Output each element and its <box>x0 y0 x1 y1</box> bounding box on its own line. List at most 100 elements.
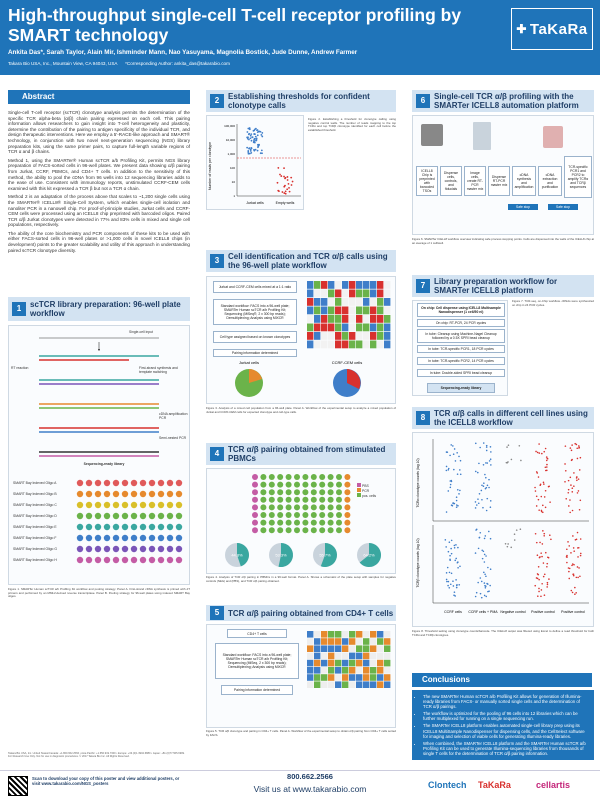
data-point <box>290 176 293 179</box>
data-point <box>542 530 544 532</box>
data-point <box>535 505 538 507</box>
data-point <box>518 444 521 447</box>
well <box>103 501 111 509</box>
well <box>260 489 267 496</box>
well <box>175 479 183 487</box>
data-point <box>548 485 550 488</box>
data-point <box>474 442 477 445</box>
well <box>336 504 342 511</box>
well <box>139 479 147 487</box>
data-point <box>510 458 513 461</box>
data-point <box>284 192 287 195</box>
data-point <box>475 528 478 531</box>
data-point <box>546 457 549 460</box>
heatmap-cell <box>363 340 370 349</box>
label-rt: RT reaction <box>11 366 29 370</box>
data-point <box>483 553 486 556</box>
corresponding-author: *Corresponding Author: ankita_das@takara… <box>125 61 230 66</box>
data-point <box>576 531 579 534</box>
heatmap-cell <box>377 645 384 652</box>
well <box>148 545 156 553</box>
well <box>285 519 292 526</box>
well <box>310 527 317 534</box>
data-point <box>534 532 537 535</box>
flow-step: In tube: TCR-specific PCR2, 14 PCR cycle… <box>417 357 505 365</box>
heatmap-cell <box>356 340 363 349</box>
well <box>139 545 147 553</box>
well <box>302 527 309 534</box>
qr-code-icon[interactable] <box>8 776 28 796</box>
heatmap-cell <box>314 298 321 306</box>
pie-pct: 55.7% <box>319 553 331 558</box>
data-point <box>456 451 458 454</box>
data-point <box>449 486 452 489</box>
icell8-step: cDNA extraction and purification <box>538 166 562 196</box>
heatmap-cell <box>342 667 349 674</box>
oligo-row: SMART Bay Indexed Oligo H <box>13 558 57 562</box>
data-point <box>259 152 262 155</box>
well <box>294 489 300 496</box>
pie-label: CCRF-CEM cells <box>332 360 362 365</box>
data-point <box>479 577 482 579</box>
section-7-heading: 7 Library preparation workflow for SMART… <box>412 275 594 297</box>
well <box>294 504 300 511</box>
well <box>121 501 129 509</box>
well <box>85 534 93 542</box>
heatmap-cell <box>328 306 335 315</box>
data-point <box>570 552 572 554</box>
heatmap-cell <box>363 281 370 289</box>
conclusion-item: The new SMARTer Human scTCR a/b Profilin… <box>423 694 589 709</box>
data-point <box>546 586 548 588</box>
data-point <box>540 595 542 598</box>
cd4-plate-heatmap <box>307 631 391 688</box>
heatmap-cell <box>349 332 356 340</box>
data-point <box>477 581 479 584</box>
heatmap-cell <box>370 323 377 332</box>
well <box>130 545 138 553</box>
data-point <box>545 459 548 462</box>
heatmap-cell <box>356 681 363 688</box>
data-point <box>578 508 581 511</box>
heatmap-cell <box>328 631 335 638</box>
data-point <box>454 559 457 562</box>
well <box>166 534 174 542</box>
data-point <box>284 177 286 180</box>
well <box>139 490 147 498</box>
data-point <box>510 546 513 549</box>
data-point <box>458 455 460 458</box>
heatmap-cell <box>321 332 328 340</box>
data-point <box>534 584 537 587</box>
heatmap-cell <box>363 638 370 645</box>
data-point <box>506 545 509 548</box>
heatmap-cell <box>363 298 370 306</box>
figure-2-caption: Figure 2. Establishing a threshold for c… <box>308 118 396 132</box>
well <box>130 556 138 564</box>
icell8-chip-icon <box>421 124 443 146</box>
data-point <box>248 152 251 155</box>
takara-footer-logo: TaKaRa <box>478 780 511 790</box>
data-point <box>452 502 454 505</box>
well <box>103 523 111 531</box>
well <box>175 501 183 509</box>
data-point <box>566 548 568 551</box>
data-point <box>565 497 568 500</box>
heatmap-cell <box>349 281 356 289</box>
well <box>130 512 138 520</box>
data-point <box>254 128 256 131</box>
data-point <box>249 137 252 140</box>
oligo-row: SMART Bay Indexed Oligo F <box>13 536 57 540</box>
section-1-heading: 1 scTCR library preparation: 96-well pla… <box>8 297 190 321</box>
well <box>277 512 284 518</box>
well <box>319 496 326 503</box>
well <box>327 489 334 496</box>
heatmap-cell <box>377 631 384 638</box>
website-link[interactable]: Visit us at www.takarabio.com <box>253 784 367 794</box>
data-point <box>246 146 249 149</box>
data-point <box>573 472 575 474</box>
abstract-paragraph: Single-cell T-cell receptor (scTCR) clon… <box>8 110 190 155</box>
heatmap-cell <box>335 674 342 681</box>
threshold-scatter: Number of reads per clonotype 100,00010,… <box>208 124 301 205</box>
figure-3: Jurkat and CCRF-CEM cells mixed at a 1:1… <box>206 276 396 404</box>
heatmap-cell <box>356 631 363 638</box>
well <box>285 474 292 480</box>
